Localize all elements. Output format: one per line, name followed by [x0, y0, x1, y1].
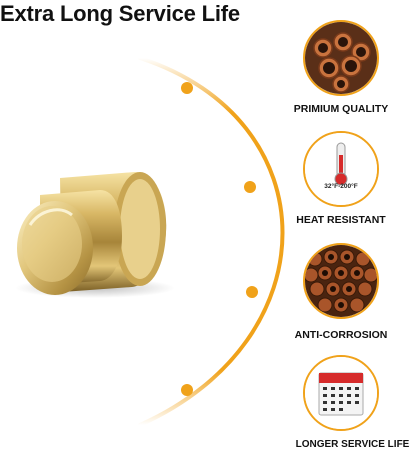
feature-badge-quality: [303, 20, 379, 96]
feature-badge-heat: 32°F-200°F: [303, 131, 379, 207]
feature-label-heat: HEAT RESISTANT: [296, 214, 386, 226]
calendar-icon: [305, 357, 377, 429]
page-title: Extra Long Service Life: [0, 1, 240, 26]
feature-label-corrosion: ANTI-CORROSION: [294, 329, 388, 341]
feature-badge-service-life: [303, 355, 379, 431]
brass-cap-icon: [15, 172, 175, 298]
arc-dot: [181, 384, 193, 396]
pipe-stack-icon: [305, 245, 377, 317]
feature-label-quality: PRIMIUM QUALITY: [293, 103, 389, 115]
feature-badge-corrosion: [303, 243, 379, 319]
progress-arc: [138, 56, 285, 427]
arc-dot: [246, 286, 258, 298]
thermometer-icon: [305, 133, 377, 205]
copper-pipes-icon: [305, 22, 377, 94]
arc-dot: [244, 181, 256, 193]
temperature-range: 32°F-200°F: [324, 183, 358, 190]
arc-dot: [181, 82, 193, 94]
feature-label-service-life: LONGER SERVICE LIFE: [295, 439, 410, 450]
